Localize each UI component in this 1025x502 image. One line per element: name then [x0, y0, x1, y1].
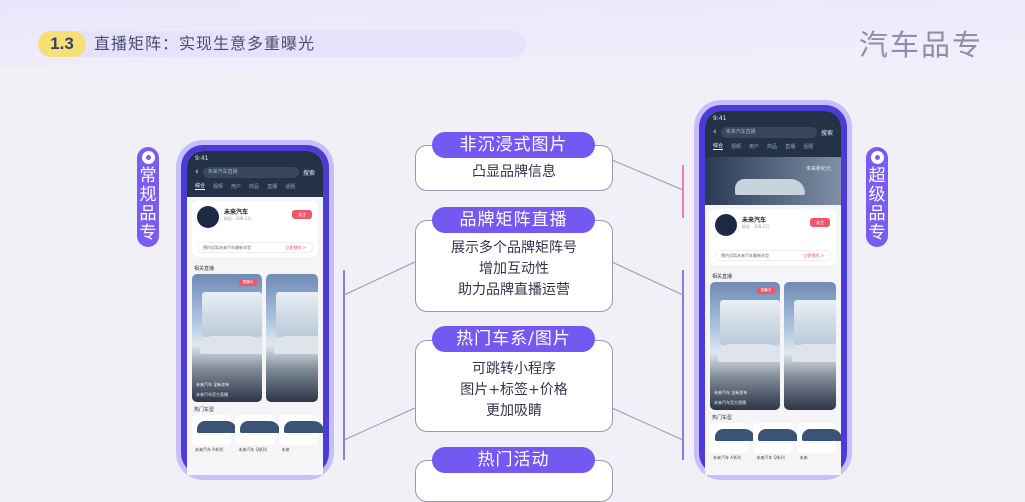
live-section-title: 相关直播 [194, 266, 215, 272]
models-section-title: 热门车型 [712, 415, 733, 421]
connector-lines [343, 159, 684, 460]
model-card[interactable]: 未来汽车 A系列 [710, 423, 755, 460]
search-input[interactable]: 未来汽车直播 [202, 166, 299, 178]
phone-screen: 9:41 ‹ 未来汽车直播 搜索 综合 视频 用户 商品 直播 话题 未来汽车 … [187, 151, 323, 475]
section-title: 直播矩阵：实现生意多重曝光 [94, 34, 316, 53]
label-regular-brand: 常 规 品 专 [137, 147, 159, 247]
phone-screen: 9:41 ‹ 未来汽车直播 搜索 综合 视频 用户 商品 直播 话题 未来新纪元… [705, 111, 841, 475]
tab-bar: 综合 视频 用户 商品 直播 话题 [713, 139, 833, 153]
model-card[interactable]: 未来汽车 A系列 [192, 415, 237, 452]
brand-logo [715, 214, 737, 236]
search-button[interactable]: 搜索 [820, 129, 833, 137]
feature-title-image: 非沉浸式图片 [432, 132, 595, 158]
brand-followers: 粉丝 · 308.2万 [742, 224, 770, 229]
tab[interactable]: 商品 [767, 143, 778, 150]
live-badge: 直播中 [756, 287, 775, 294]
tab-bar: 综合 视频 用户 商品 直播 话题 [195, 179, 315, 193]
feature-box-hot-models: 可跳转小程序 图片+标签+价格 更加吸睛 [415, 340, 613, 432]
back-icon[interactable]: ‹ [195, 167, 199, 177]
tab[interactable]: 综合 [195, 183, 206, 190]
model-card[interactable]: 未来汽车 Q系列 [235, 415, 281, 452]
brand-card[interactable]: 未来汽车 粉丝 · 308.2万 关注 预约试驾未来汽车最新车型立即预约 > [192, 201, 318, 257]
bullet-icon [870, 151, 884, 164]
feature-title-hot-models: 热门车系/图片 [432, 326, 595, 352]
app-header: 9:41 ‹ 未来汽车直播 搜索 综合 视频 用户 商品 直播 话题 [187, 151, 323, 197]
section-number: 1.3 [38, 31, 86, 57]
live-card[interactable] [783, 282, 836, 410]
tab[interactable]: 用户 [231, 183, 242, 190]
brand-name: 未来汽车 [742, 217, 767, 224]
tab[interactable]: 话题 [803, 143, 814, 150]
phone-super: 9:41 ‹ 未来汽车直播 搜索 综合 视频 用户 商品 直播 话题 未来新纪元… [699, 105, 847, 475]
tab[interactable]: 商品 [249, 183, 260, 190]
tab[interactable]: 视频 [731, 143, 742, 150]
brand-banner-image[interactable]: 未来新纪元 [705, 157, 841, 205]
follow-button[interactable]: 关注 [810, 218, 830, 227]
model-card[interactable]: 未来 [796, 423, 841, 460]
booking-notice[interactable]: 预约试驾未来汽车最新车型立即预约 > [197, 242, 313, 253]
brand-followers: 粉丝 · 308.2万 [224, 216, 252, 221]
phone-regular: 9:41 ‹ 未来汽车直播 搜索 综合 视频 用户 商品 直播 话题 未来汽车 … [181, 145, 329, 475]
section-heading: 1.3 直播矩阵：实现生意多重曝光 [38, 31, 526, 57]
live-card[interactable]: 直播中 未来汽车 全新发布 未来汽车官方直播 [192, 274, 262, 402]
brand-logo [197, 206, 219, 228]
bullet-icon [141, 151, 155, 164]
live-badge: 直播中 [238, 279, 257, 286]
booking-notice[interactable]: 预约试驾未来汽车最新车型立即预约 > [715, 250, 831, 261]
tab[interactable]: 视频 [213, 183, 224, 190]
tab[interactable]: 直播 [267, 183, 278, 190]
app-header: 9:41 ‹ 未来汽车直播 搜索 综合 视频 用户 商品 直播 话题 [705, 111, 841, 157]
follow-button[interactable]: 关注 [292, 210, 312, 219]
brand-name: 未来汽车 [224, 209, 249, 216]
back-icon[interactable]: ‹ [713, 127, 717, 137]
model-card[interactable]: 未来 [278, 415, 323, 452]
label-super-brand: 超 级 品 专 [866, 147, 888, 247]
live-card[interactable]: 直播中 未来汽车 全新发布 未来汽车官方直播 [710, 282, 780, 410]
tab[interactable]: 用户 [749, 143, 760, 150]
feature-box-live-matrix: 展示多个品牌矩阵号 增加互动性 助力品牌直播运营 [415, 220, 613, 312]
tab[interactable]: 直播 [785, 143, 796, 150]
live-section-title: 相关直播 [712, 274, 733, 280]
tab[interactable]: 综合 [713, 143, 724, 150]
feature-title-live-matrix: 品牌矩阵直播 [432, 207, 595, 233]
feature-title-hot-events: 热门活动 [432, 447, 595, 473]
search-button[interactable]: 搜索 [302, 169, 315, 177]
models-section-title: 热门车型 [194, 407, 215, 413]
live-card[interactable] [265, 274, 318, 402]
category-title: 汽车品专 [858, 28, 983, 62]
tab[interactable]: 话题 [285, 183, 296, 190]
model-card[interactable]: 未来汽车 Q系列 [753, 423, 799, 460]
brand-card[interactable]: 未来汽车 粉丝 · 308.2万 关注 预约试驾未来汽车最新车型立即预约 > [710, 209, 836, 265]
search-input[interactable]: 未来汽车直播 [720, 126, 817, 138]
